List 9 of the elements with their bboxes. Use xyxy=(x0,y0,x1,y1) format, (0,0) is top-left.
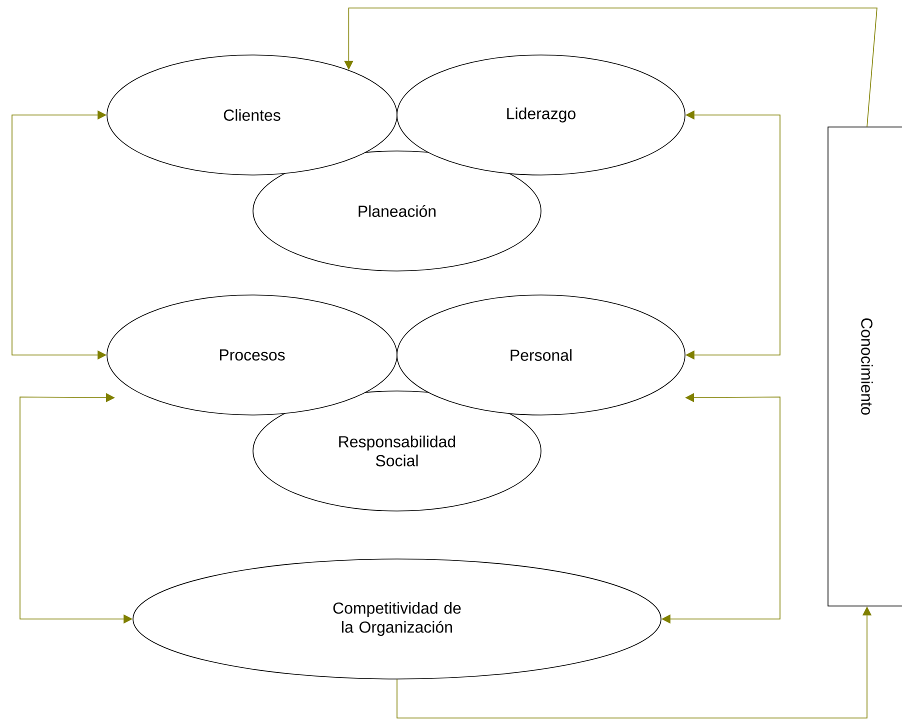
ellipse-node: Liderazgo xyxy=(396,54,686,176)
arrow xyxy=(344,8,878,127)
ellipse-node: Clientes xyxy=(106,54,398,176)
ellipse-node: Responsabilidad Social xyxy=(252,390,542,512)
vertical-box: Conocimiento xyxy=(828,126,902,606)
ellipse-node: Personal xyxy=(396,294,686,416)
ellipse-node: Procesos xyxy=(106,294,398,416)
ellipse-node: Planeación xyxy=(252,150,542,272)
ellipse-node: Competitividad de la Organización xyxy=(132,558,662,680)
